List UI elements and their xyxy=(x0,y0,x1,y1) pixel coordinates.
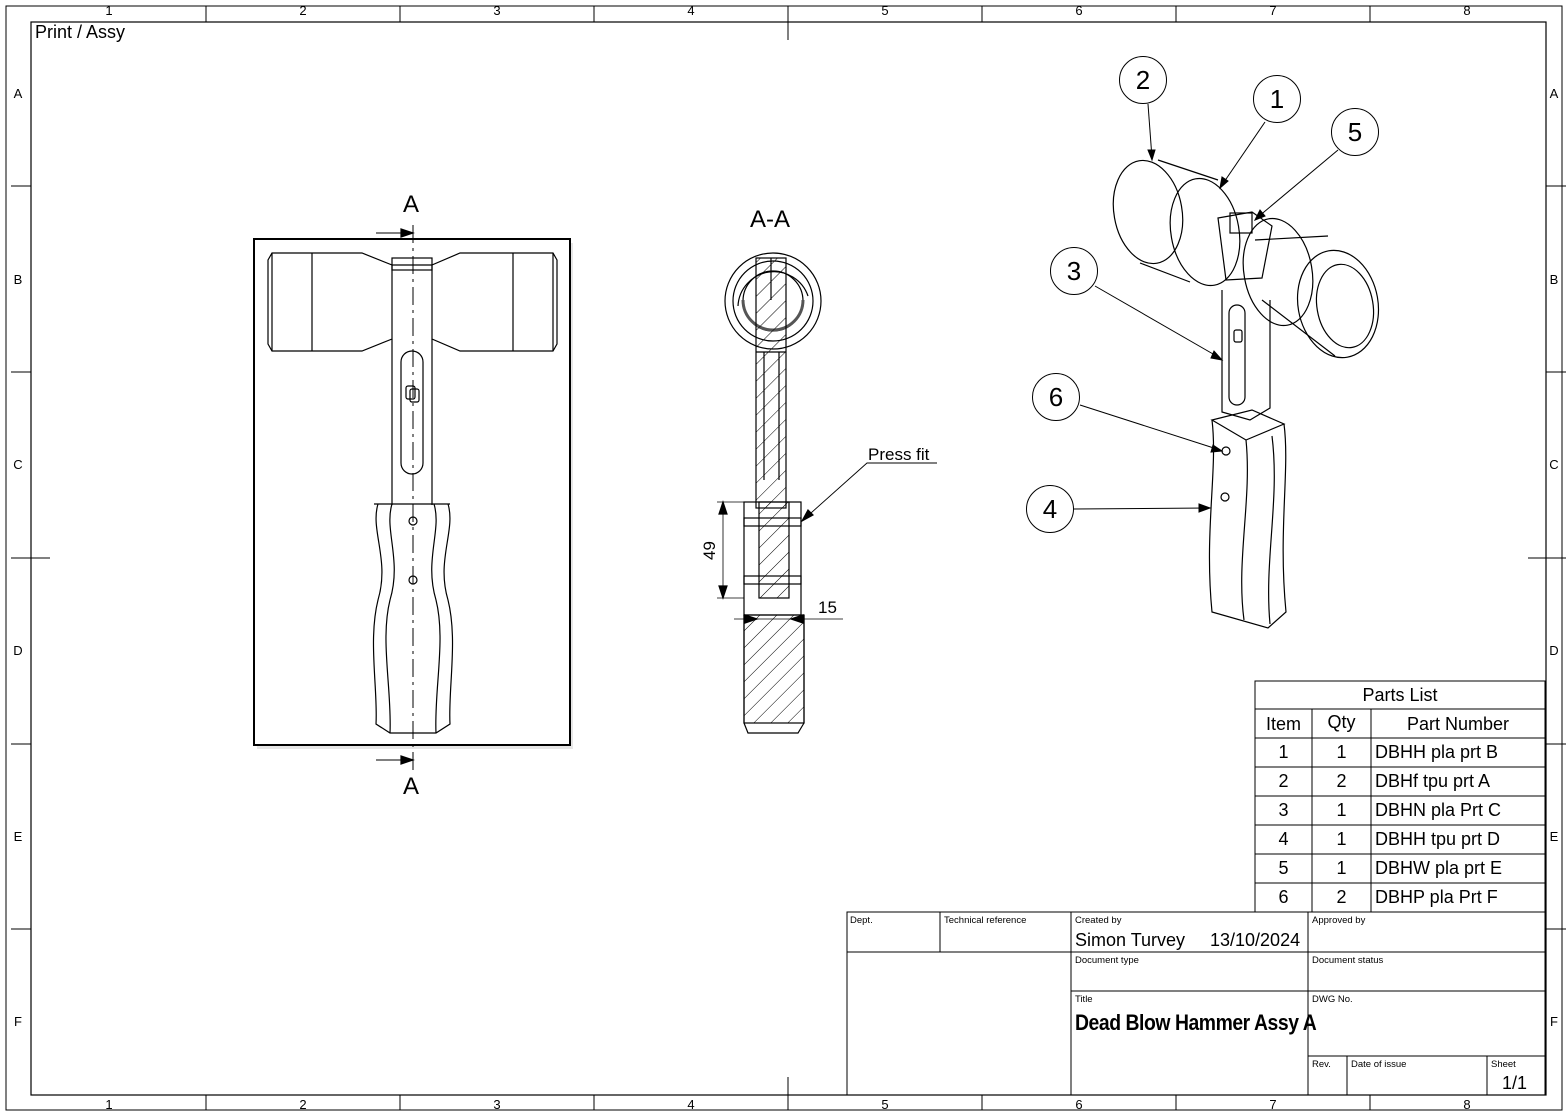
balloon-1: 1 xyxy=(1253,75,1301,123)
balloon-3: 3 xyxy=(1050,247,1098,295)
zone-row-e: E xyxy=(13,829,23,844)
zone-col-3: 3 xyxy=(493,3,501,18)
zone-col-5: 5 xyxy=(881,3,889,18)
parts-list-title: Parts List xyxy=(1362,685,1438,705)
qty-cell: 2 xyxy=(1336,887,1347,907)
zone-row-c: C xyxy=(1549,457,1559,472)
part-number-cell: DBHH tpu prt D xyxy=(1375,829,1501,849)
date-of-issue-label: Date of issue xyxy=(1351,1059,1407,1070)
zone-col-2: 2 xyxy=(299,1097,307,1112)
header-qty: Qty xyxy=(1327,712,1356,732)
zone-row-f: F xyxy=(14,1014,22,1029)
zone-row-a: A xyxy=(13,86,23,101)
approved-by-label: Approved by xyxy=(1312,915,1366,926)
qty-cell: 1 xyxy=(1336,858,1347,878)
title-label: Title xyxy=(1075,994,1093,1005)
doc-status-label: Document status xyxy=(1312,955,1384,966)
qty-cell: 2 xyxy=(1336,771,1347,791)
balloon-5: 5 xyxy=(1331,108,1379,156)
created-by-label: Created by xyxy=(1075,915,1122,926)
tech-ref-label: Technical reference xyxy=(944,915,1027,926)
item-cell: 2 xyxy=(1278,771,1289,791)
section-title: A-A xyxy=(750,206,791,233)
drawing-title: Dead Blow Hammer Assy A xyxy=(1075,1010,1317,1035)
part-number-cell: DBHH pla prt B xyxy=(1375,742,1499,762)
zone-row-d: D xyxy=(1549,643,1559,658)
qty-cell: 1 xyxy=(1336,829,1347,849)
zone-col-7: 7 xyxy=(1269,3,1277,18)
section-mark-bottom: A xyxy=(403,773,420,800)
zone-col-1: 1 xyxy=(105,1097,113,1112)
doc-type-label: Document type xyxy=(1075,955,1139,966)
part-number-cell: DBHP pla Prt F xyxy=(1375,887,1498,907)
zone-col-4: 4 xyxy=(687,1097,695,1112)
zone-row-c: C xyxy=(13,457,23,472)
part-number-cell: DBHf tpu prt A xyxy=(1375,771,1491,791)
zone-col-4: 4 xyxy=(687,3,695,18)
part-number-cell: DBHN pla Prt C xyxy=(1375,800,1502,820)
zone-row-a: A xyxy=(1549,86,1559,101)
zone-col-8: 8 xyxy=(1463,1097,1471,1112)
zone-col-2: 2 xyxy=(299,3,307,18)
qty-cell: 1 xyxy=(1336,742,1347,762)
sheet-label: Sheet xyxy=(1491,1059,1516,1070)
dimension-15: 15 xyxy=(818,598,837,617)
created-by-value: Simon Turvey xyxy=(1075,930,1186,950)
zone-row-e: E xyxy=(1549,829,1559,844)
zone-col-8: 8 xyxy=(1463,3,1471,18)
zone-col-6: 6 xyxy=(1075,3,1083,18)
balloon-6: 6 xyxy=(1032,373,1080,421)
item-cell: 3 xyxy=(1278,800,1289,820)
item-cell: 6 xyxy=(1278,887,1289,907)
balloon-4: 4 xyxy=(1026,485,1074,533)
dept-label: Dept. xyxy=(850,915,873,926)
part-number-cell: DBHW pla prt E xyxy=(1375,858,1503,878)
press-fit-note: Press fit xyxy=(868,445,930,464)
item-cell: 5 xyxy=(1278,858,1289,878)
item-cell: 1 xyxy=(1278,742,1289,762)
zone-col-6: 6 xyxy=(1075,1097,1083,1112)
zone-row-d: D xyxy=(13,643,23,658)
zone-row-b: B xyxy=(13,272,23,287)
zone-row-f: F xyxy=(1550,1014,1558,1029)
zone-col-7: 7 xyxy=(1269,1097,1277,1112)
created-date-value: 13/10/2024 xyxy=(1210,930,1301,950)
rev-label: Rev. xyxy=(1312,1059,1331,1070)
sheet-value: 1/1 xyxy=(1502,1073,1528,1093)
zone-col-3: 3 xyxy=(493,1097,501,1112)
header-item: Item xyxy=(1265,714,1301,734)
zone-col-1: 1 xyxy=(105,3,113,18)
dwg-no-label: DWG No. xyxy=(1312,994,1353,1005)
section-mark-top: A xyxy=(403,191,420,218)
balloon-2: 2 xyxy=(1119,56,1167,104)
zone-row-b: B xyxy=(1549,272,1559,287)
qty-cell: 1 xyxy=(1336,800,1347,820)
zone-col-5: 5 xyxy=(881,1097,889,1112)
item-cell: 4 xyxy=(1278,829,1289,849)
header-part-number: Part Number xyxy=(1406,714,1510,734)
sheet-view-label: Print / Assy xyxy=(35,22,126,42)
